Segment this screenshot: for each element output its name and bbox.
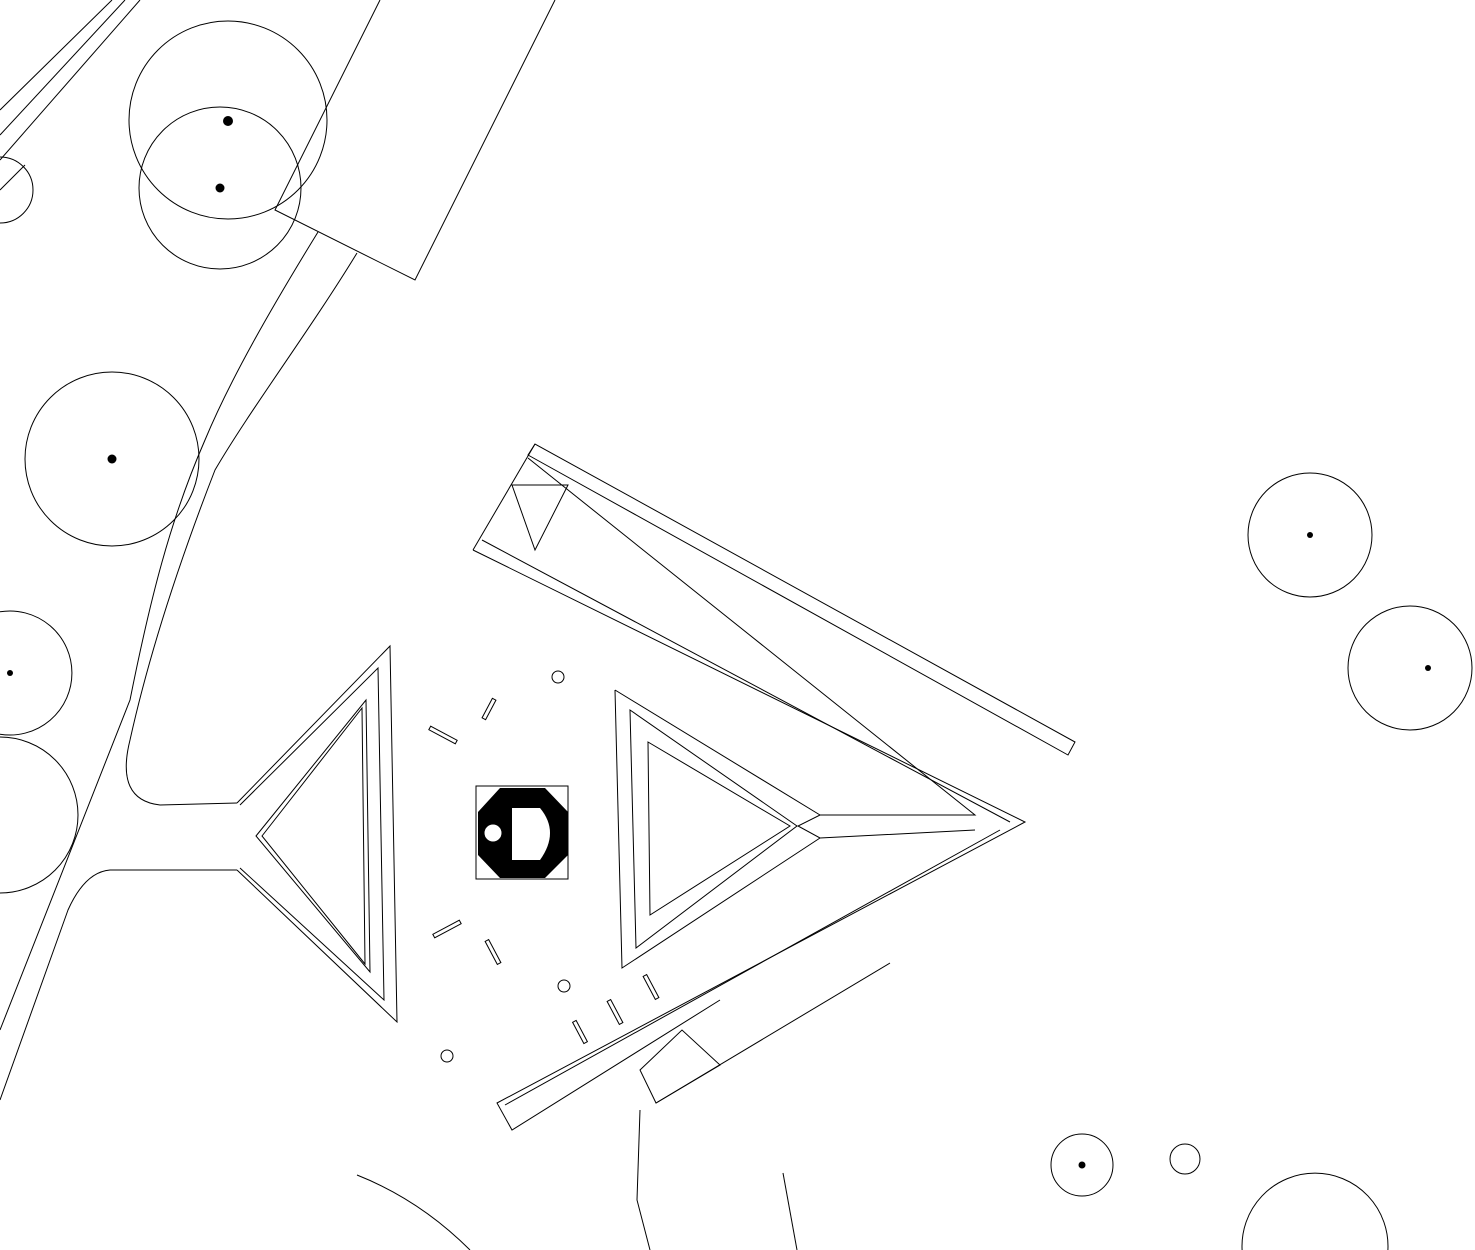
site-furniture xyxy=(428,670,660,1063)
road-edge-inner xyxy=(125,252,358,806)
diagonal-walkway-lines xyxy=(0,0,141,191)
tree-icon xyxy=(1347,605,1473,731)
tree-icon xyxy=(0,736,79,894)
left-triangle-structure xyxy=(236,644,398,1024)
tree-icon xyxy=(0,610,73,736)
tree-icon xyxy=(138,106,302,270)
building-outline xyxy=(274,0,556,281)
trees xyxy=(0,20,1473,1250)
tree-icon xyxy=(24,371,200,547)
right-triangle-structure xyxy=(472,443,1076,1131)
road-edge-outer xyxy=(0,231,319,1031)
road-edge-lower xyxy=(0,869,237,1101)
tree-icon xyxy=(128,20,328,220)
tree-icon xyxy=(0,156,34,224)
tree-icon xyxy=(1241,1172,1389,1250)
central-pavilion xyxy=(475,785,569,880)
tree-icon xyxy=(1169,1143,1201,1175)
lower-path-lines xyxy=(356,1109,798,1250)
tree-icon xyxy=(1050,1133,1114,1197)
tree-icon xyxy=(1247,472,1373,598)
